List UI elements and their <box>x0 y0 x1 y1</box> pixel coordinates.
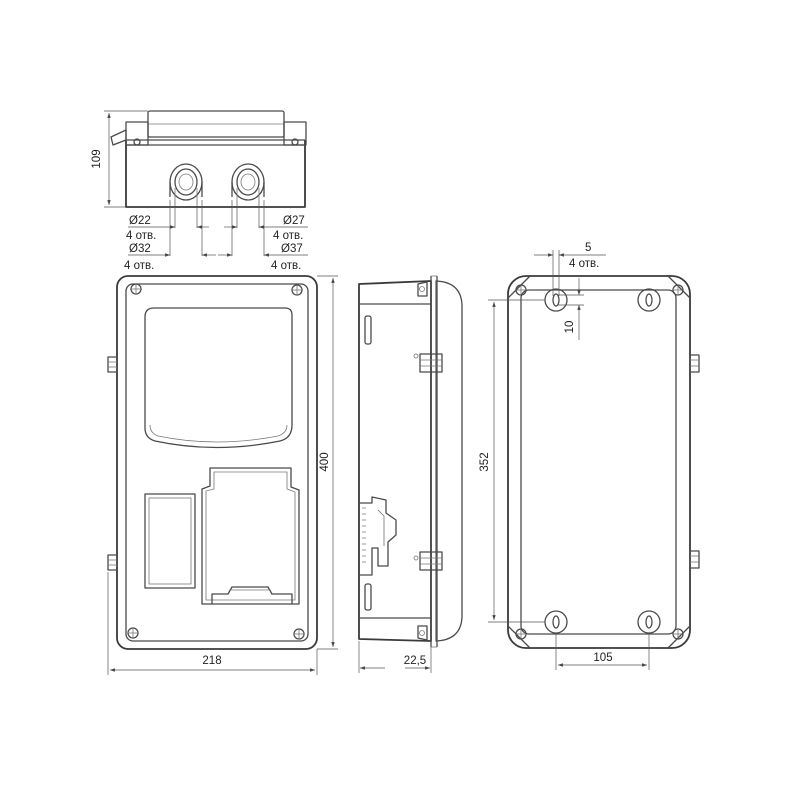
dim-height-109: 109 <box>91 149 103 168</box>
screw-icon <box>293 628 305 640</box>
breaker-window <box>201 467 300 605</box>
front-view: 400 218 <box>107 275 338 675</box>
dim-hole-d32: Ø32 <box>129 243 151 255</box>
dim-width-218: 218 <box>202 655 221 667</box>
dim-hole-d22-count: 4 отв. <box>126 230 156 242</box>
top-view: 109 Ø22 4 отв. Ø32 4 отв. Ø27 4 отв. Ø37… <box>91 110 308 272</box>
cable-gland-right <box>231 163 265 201</box>
screw-icon <box>515 628 527 640</box>
screw-icon <box>291 284 303 296</box>
mounting-hole <box>637 610 661 634</box>
cable-gland-left <box>169 163 203 201</box>
dim-width-105: 105 <box>593 652 612 664</box>
dim-depth-22-5: 22,5 <box>404 655 426 667</box>
dim-mount-10: 10 <box>564 321 576 334</box>
dim-hole-d27: Ø27 <box>283 215 305 227</box>
screw-icon <box>130 283 142 295</box>
meter-window <box>144 307 293 449</box>
mounting-hole <box>544 610 568 634</box>
screw-icon <box>672 284 684 296</box>
dim-mount-4holes: 4 отв. <box>569 258 599 270</box>
dim-hole-d22: Ø22 <box>129 215 151 227</box>
dim-hole-d37: Ø37 <box>281 243 303 255</box>
screw-icon <box>515 284 527 296</box>
screw-icon <box>127 627 139 639</box>
dim-mount-5: 5 <box>585 242 591 254</box>
label-window <box>144 493 196 589</box>
dim-hole-d27-count: 4 отв. <box>273 230 303 242</box>
mounting-hole <box>544 288 568 312</box>
dim-height-352: 352 <box>479 452 491 471</box>
rear-view: 5 4 отв. 10 352 105 <box>479 242 700 670</box>
dim-hole-d37-count: 4 отв. <box>271 260 301 272</box>
dim-height-400: 400 <box>319 452 331 471</box>
mounting-hole <box>637 288 661 312</box>
screw-icon <box>672 628 684 640</box>
dim-hole-d32-count: 4 отв. <box>124 260 154 272</box>
side-view: 22,5 <box>358 275 463 673</box>
